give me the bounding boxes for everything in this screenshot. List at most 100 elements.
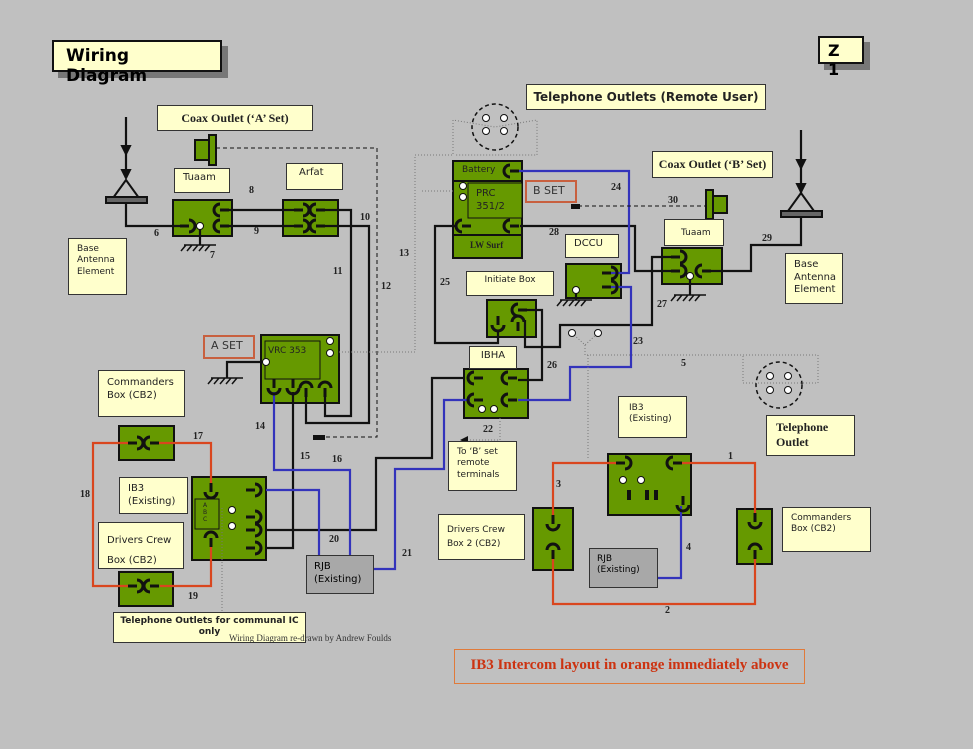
wire-number-label: 15 (300, 451, 310, 462)
wire-number-label: 4 (686, 542, 691, 553)
wire-number-label: 17 (193, 431, 203, 442)
telephone-communal-label: Telephone Outlets for communal IC only (113, 612, 306, 643)
connector-socket-icon (203, 483, 219, 500)
connector-socket-icon (298, 380, 314, 397)
dccu-label: DCCU (565, 234, 619, 258)
terminal-dot-icon (326, 349, 334, 357)
connector-socket-icon (317, 380, 333, 397)
connector-socket-icon (246, 540, 263, 556)
coax-b-connector (712, 195, 728, 214)
rjb-a-box: RJB (Existing) (306, 555, 374, 594)
wire-number-label: 2 (665, 605, 670, 616)
rjb-b-box: RJB (Existing) (589, 548, 658, 588)
antenna-a-icon (105, 145, 148, 204)
connector-socket-icon (466, 392, 483, 408)
terminal-dot-icon (459, 193, 467, 201)
ib3-abc-panel (194, 498, 220, 530)
sheet-label: Z 1 (818, 36, 864, 79)
drivers-a-label: Drivers Crew Box (CB2) (98, 522, 184, 569)
battery-label: Battery (462, 165, 496, 175)
terminal-dot-icon (478, 405, 486, 413)
connector-socket-icon (466, 370, 483, 386)
lw-surf-label: LW Surf (470, 240, 504, 250)
drivers-a-box (118, 571, 174, 607)
commanders-a-label: Commanders Box (CB2) (98, 370, 185, 417)
terminal-dot-icon (766, 372, 774, 380)
terminal-dot-icon (500, 114, 508, 122)
connector-socket-icon (747, 513, 763, 530)
telephone-outlet-remote-icon (471, 103, 519, 151)
wires (91, 117, 819, 612)
terminal-dot-icon (619, 476, 627, 484)
ground-icon (670, 294, 706, 302)
connector-socket-icon (675, 496, 691, 513)
initiate-box-label: Initiate Box (466, 271, 554, 296)
base-antenna-a-label: Base Antenna Element (68, 238, 127, 295)
connector-socket-icon (500, 370, 517, 386)
terminal-dot-icon (482, 114, 490, 122)
wire-number-label: 3 (556, 479, 561, 490)
connector-socket-icon (203, 530, 219, 547)
arfat-label: Arfat (286, 163, 343, 190)
ib3-b-label: IB3 (Existing) (618, 396, 687, 438)
wire-number-label: 20 (329, 534, 339, 545)
terminal-dot-icon (594, 329, 602, 337)
terminal-dot-icon (196, 222, 204, 230)
connector-socket-icon (246, 522, 263, 538)
connector-socket-icon (180, 218, 197, 234)
b-set-label: B SET (525, 180, 577, 203)
telephone-remote-label: Telephone Outlets (Remote User) (526, 84, 766, 110)
wire-number-label: 10 (360, 212, 370, 223)
ib3-abc-label: A B C (203, 502, 208, 523)
connector-socket-icon (142, 435, 159, 451)
wire-number-label: 24 (611, 182, 621, 193)
telephone-outlet-label: Telephone Outlet (766, 415, 855, 456)
terminal-dot-icon (490, 405, 498, 413)
vrc-353-label: VRC 353 (268, 346, 307, 356)
connector-socket-icon (142, 578, 159, 594)
wire-number-label: 13 (399, 248, 409, 259)
terminal-dot-icon (459, 182, 467, 190)
wire-number-label: 9 (254, 226, 259, 237)
prc-inner (467, 182, 523, 219)
wire-number-label: 1 (728, 451, 733, 462)
wire-number-label: 23 (633, 336, 643, 347)
connector-socket-icon (545, 515, 561, 532)
page-title: Wiring Diagram (52, 40, 222, 86)
ib3-a-label: IB3 (Existing) (119, 477, 188, 514)
ground-icon (180, 244, 216, 252)
connector-socket-icon (602, 279, 619, 295)
terminal-dot-icon (686, 272, 694, 280)
connector-socket-icon (602, 265, 619, 281)
wire-number-label: 7 (210, 250, 215, 261)
coax-b-label: Coax Outlet (‘B’ Set) (652, 151, 773, 178)
connector-socket-icon (671, 263, 688, 279)
terminal-dot-icon (326, 337, 334, 345)
connector-socket-icon (665, 455, 682, 471)
wire-number-label: 27 (657, 299, 667, 310)
wire-number-label: 18 (80, 489, 90, 500)
wire-number-label: 16 (332, 454, 342, 465)
to-b-set-label: To ‘B’ set remote terminals (448, 441, 517, 491)
intercom-note: IB3 Intercom layout in orange immediatel… (454, 649, 805, 684)
terminal-dot-icon (228, 522, 236, 530)
connector-socket-icon (266, 379, 282, 396)
wire-number-label: 12 (381, 281, 391, 292)
wire-number-label: 22 (483, 424, 493, 435)
ib3-b-bars (627, 490, 658, 500)
connector-socket-icon (747, 542, 763, 559)
terminal-dot-icon (500, 127, 508, 135)
a-set-label: A SET (203, 335, 255, 359)
terminal-dot-icon (262, 358, 270, 366)
connector-socket-icon (246, 509, 263, 525)
antenna-b-icon (780, 159, 823, 218)
wire-number-label: 21 (402, 548, 412, 559)
telephone-outlet-b-icon (755, 361, 803, 409)
terminal-dot-icon (482, 127, 490, 135)
tuaam-a-label: Tuaam (174, 168, 230, 193)
wire-number-label: 6 (154, 228, 159, 239)
connector-socket-icon (510, 314, 526, 331)
wire-number-label: 14 (255, 421, 265, 432)
connector-socket-icon (308, 218, 325, 234)
vrc-353-inner (264, 340, 321, 380)
